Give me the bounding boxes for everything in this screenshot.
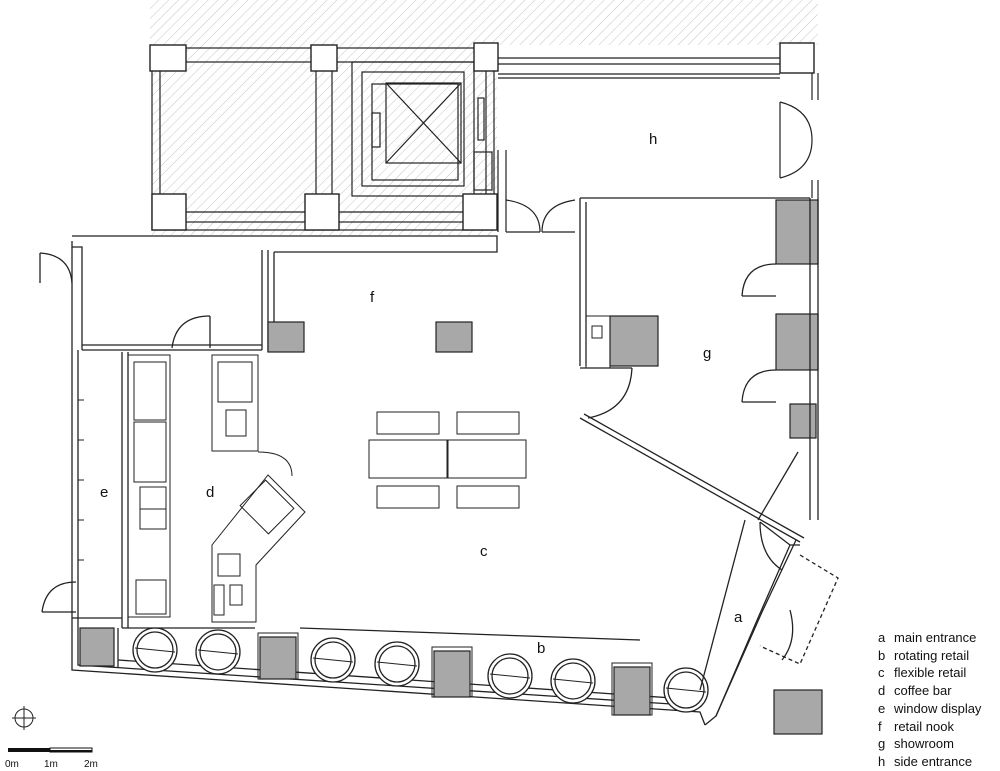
room-label-d: d bbox=[206, 484, 214, 501]
room-label-f: f bbox=[370, 289, 375, 306]
showroom-walls bbox=[579, 197, 839, 691]
room-label-h: h bbox=[649, 131, 657, 148]
room-label-c: c bbox=[480, 543, 488, 560]
rotating-display-axes bbox=[134, 647, 707, 693]
window-display-marks bbox=[78, 399, 84, 561]
room-label-b: b bbox=[537, 640, 545, 657]
display-tables bbox=[368, 411, 527, 509]
room-label-e: e bbox=[100, 484, 108, 501]
columns bbox=[149, 42, 815, 231]
grey-block-frames bbox=[257, 315, 653, 716]
north-icon bbox=[12, 706, 36, 730]
scale-label-1m: 1m bbox=[44, 759, 58, 770]
scale-label-0m: 0m bbox=[5, 759, 19, 770]
side-entrance-walls bbox=[497, 57, 819, 233]
scale-label-2m: 2m bbox=[84, 759, 98, 770]
room-label-g: g bbox=[703, 345, 711, 362]
room-label-a: a bbox=[734, 609, 743, 626]
elevator-symbol bbox=[371, 82, 493, 191]
room-labels: h f g e d c a b bbox=[100, 131, 743, 657]
coffee-bar-counters bbox=[127, 354, 306, 623]
scale-bar: 0m 1m 2m bbox=[5, 747, 98, 770]
